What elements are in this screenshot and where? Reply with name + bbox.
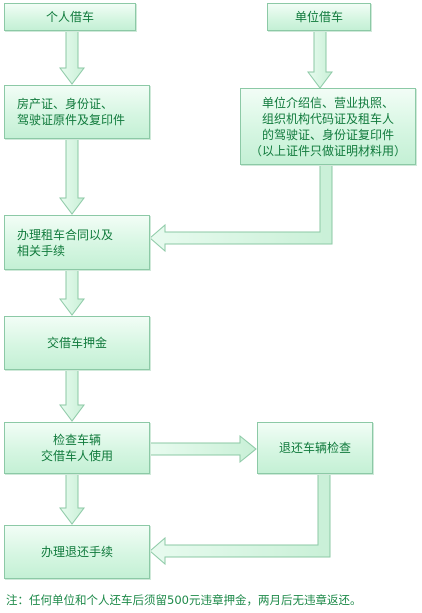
return-check-label: 退还车辆检查 bbox=[278, 441, 351, 455]
personal-docs-box: 房产证、身份证、 驾驶证原件及复印件 bbox=[4, 85, 150, 139]
personal-borrow-label: 个人借车 bbox=[45, 10, 94, 24]
return-check-box: 退还车辆检查 bbox=[257, 422, 373, 474]
deposit-label: 交借车押金 bbox=[46, 336, 107, 350]
company-docs-line-4: （以上证件只做证明材料用） bbox=[249, 143, 406, 158]
arrow-personal-to-docs bbox=[59, 30, 85, 85]
personal-docs-line-2: 驾驶证原件及复印件 bbox=[17, 113, 126, 127]
company-docs-box: 单位介绍信、营业执照、 组织机构代码证及租车人 的驾驶证、身份证复印件 （以上证… bbox=[240, 88, 416, 165]
inspect-line-1: 检查车辆 bbox=[52, 433, 101, 447]
return-procedure-label: 办理退还手续 bbox=[40, 545, 113, 559]
inspect-box: 检查车辆 交借车人使用 bbox=[4, 422, 150, 474]
footnote: 注：任何单位和个人还车后须留500元违章押金，两月后无违章返还。 bbox=[6, 593, 362, 607]
arrow-inspect-to-return-proc bbox=[59, 473, 85, 525]
arrow-company-docs-to-contract bbox=[149, 164, 333, 253]
arrow-deposit-to-inspect bbox=[59, 369, 85, 422]
personal-borrow-box: 个人借车 bbox=[4, 3, 136, 31]
company-docs-line-1: 单位介绍信、营业执照、 bbox=[261, 95, 394, 110]
inspect-line-2: 交借车人使用 bbox=[40, 449, 113, 463]
company-docs-line-3: 的驾驶证、身份证复印件 bbox=[261, 127, 394, 142]
company-borrow-box: 单位借车 bbox=[267, 3, 371, 31]
arrow-docs-to-contract bbox=[59, 138, 85, 215]
contract-line-2: 相关手续 bbox=[17, 243, 66, 258]
personal-docs-line-1: 房产证、身份证、 bbox=[17, 97, 114, 111]
deposit-box: 交借车押金 bbox=[4, 316, 150, 370]
arrow-contract-to-deposit bbox=[59, 269, 85, 316]
company-borrow-label: 单位借车 bbox=[294, 10, 343, 24]
arrow-return-check-to-return-proc bbox=[149, 473, 331, 566]
return-procedure-box: 办理退还手续 bbox=[4, 525, 150, 579]
arrow-company-to-docs bbox=[307, 30, 333, 89]
company-docs-line-2: 组织机构代码证及租车人 bbox=[261, 111, 394, 126]
contract-line-1: 办理租车合同以及 bbox=[17, 227, 114, 242]
arrow-inspect-to-return-check bbox=[149, 434, 257, 464]
contract-box: 办理租车合同以及 相关手续 bbox=[4, 215, 150, 270]
